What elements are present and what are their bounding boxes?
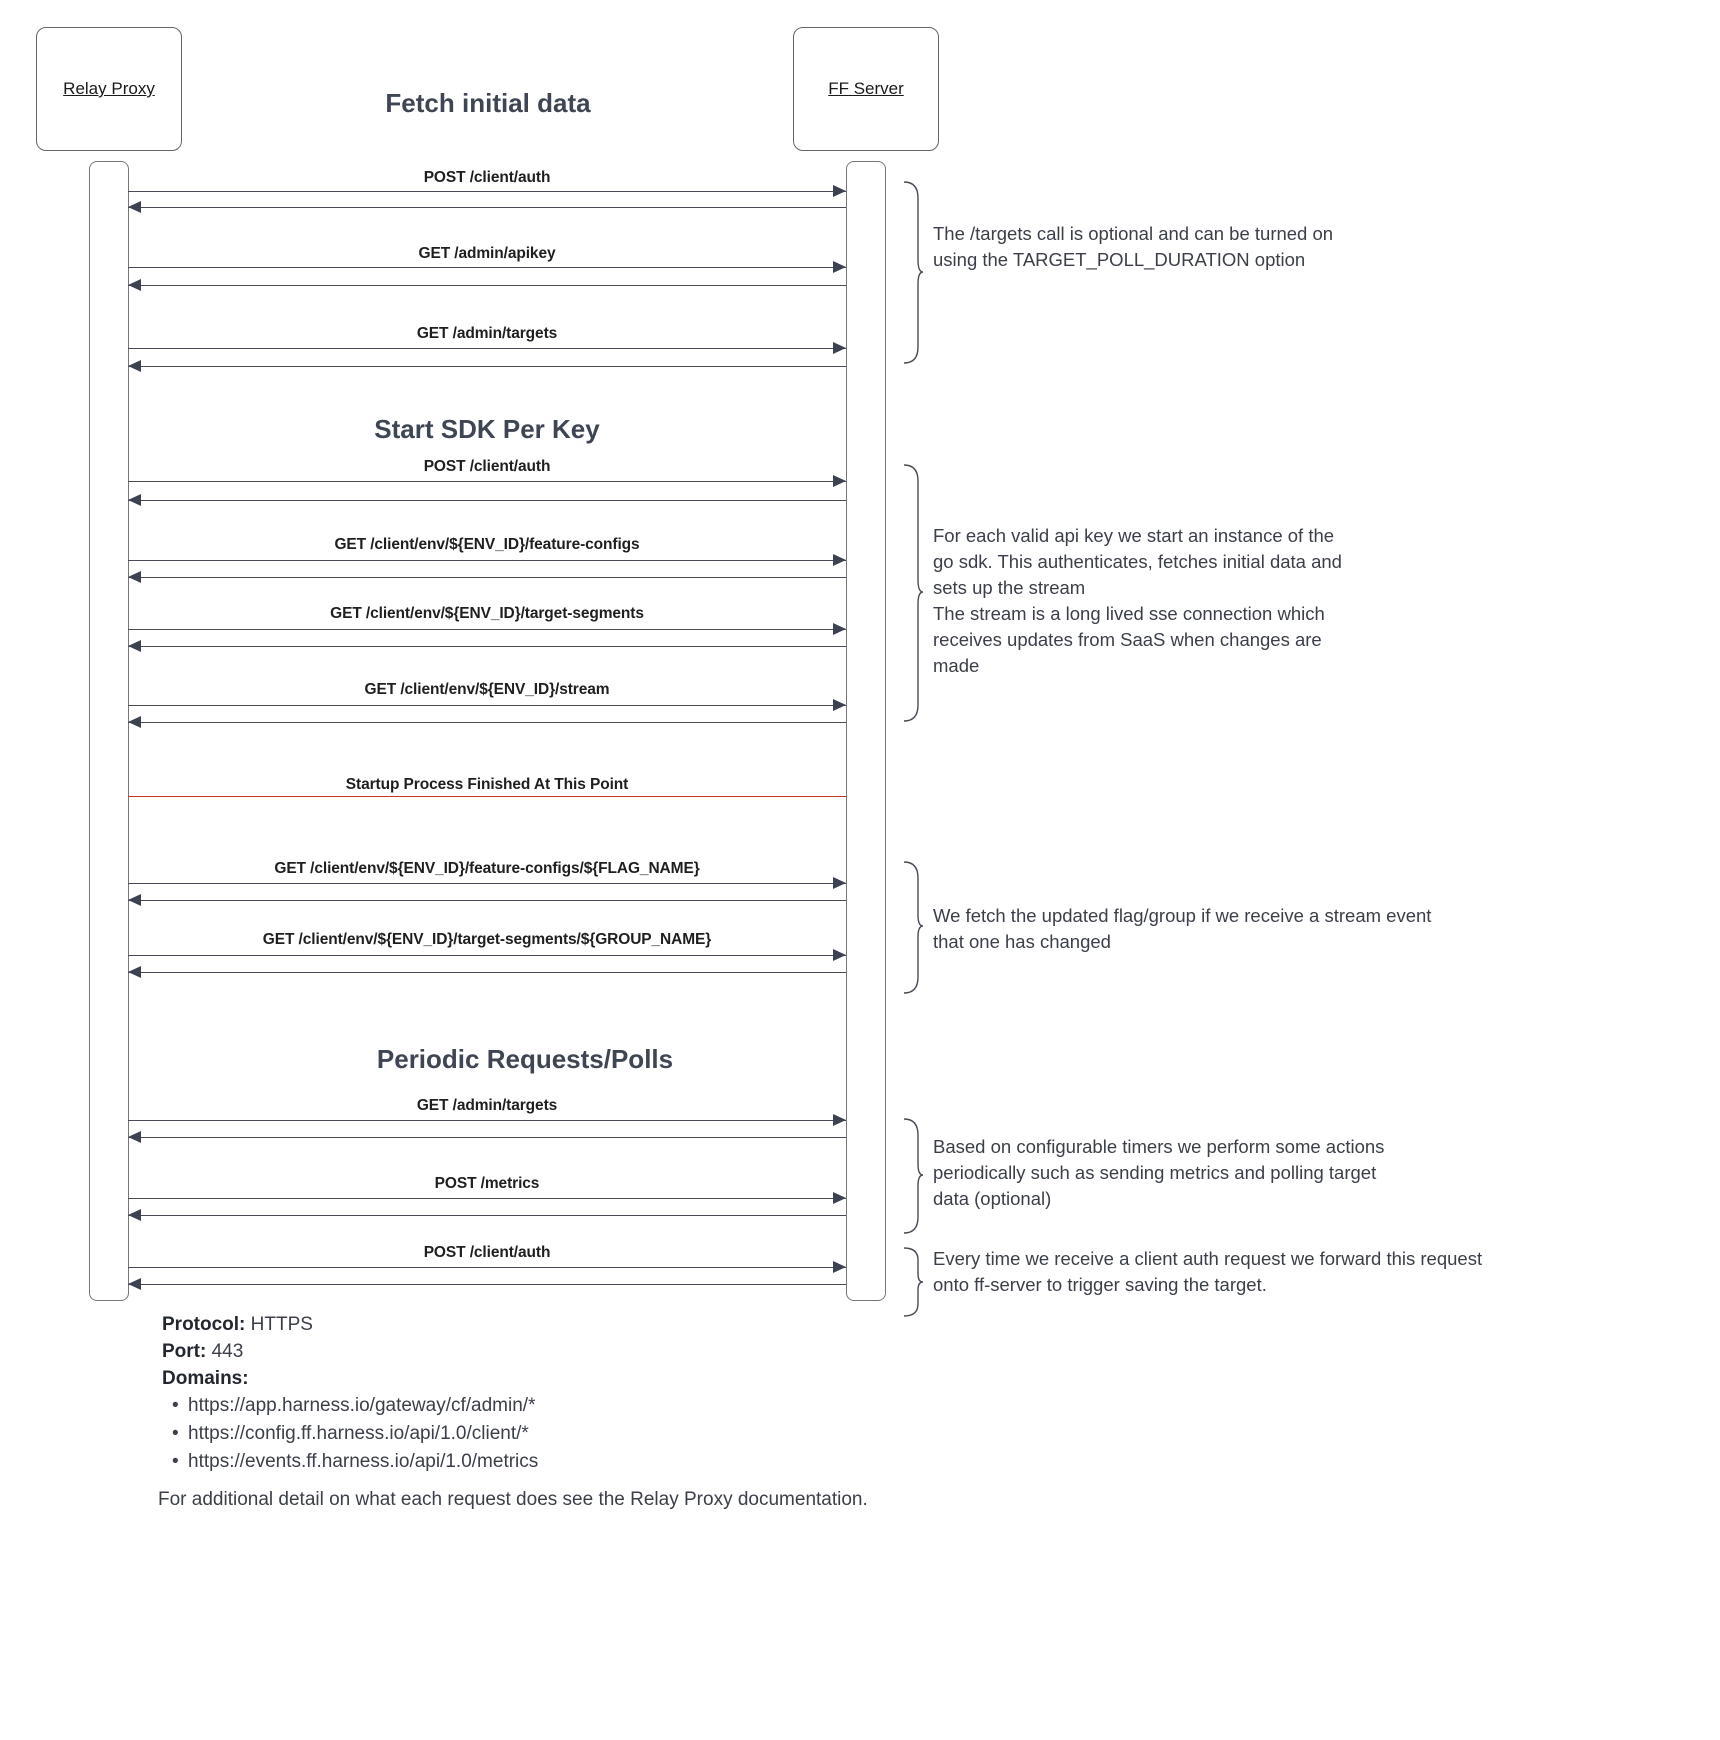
arrow-response-m4: [128, 500, 846, 501]
message-label-m4: POST /client/auth: [423, 458, 551, 475]
footer-domain-item: https://app.harness.io/gateway/cf/admin/…: [172, 1392, 862, 1420]
annotation-text-4: Based on configurable timers we perform …: [933, 1136, 1385, 1209]
footer-info-block: Protocol: HTTPS Port: 443 Domains: https…: [162, 1311, 862, 1476]
arrow-head-response-m11: [128, 1209, 141, 1221]
arrow-head-request-m11: [833, 1192, 846, 1204]
arrow-head-response-m6: [128, 640, 141, 652]
arrow-response-m11: [128, 1215, 846, 1216]
footer-row-domains: Domains:: [162, 1365, 862, 1392]
arrow-head-request-m9: [833, 949, 846, 961]
arrow-head-request-m5: [833, 554, 846, 566]
arrow-response-m6: [128, 646, 846, 647]
arrow-request-m6: [128, 629, 846, 630]
footer-value-protocol: HTTPS: [250, 1314, 313, 1335]
annotation-text-2: For each valid api key we start an insta…: [933, 525, 1342, 676]
arrow-response-m10: [128, 1137, 846, 1138]
arrow-response-m12: [128, 1284, 846, 1285]
arrow-request-m2: [128, 267, 846, 268]
arrow-head-response-m5: [128, 571, 141, 583]
arrow-request-m4: [128, 481, 846, 482]
arrow-head-response-m2: [128, 279, 141, 291]
footer-row-protocol: Protocol: HTTPS: [162, 1311, 862, 1338]
message-label-m12: POST /client/auth: [423, 1244, 551, 1261]
arrow-response-m2: [128, 285, 846, 286]
section-title-start-sdk-per-key: Start SDK Per Key: [374, 414, 600, 444]
message-label-m9: GET /client/env/${ENV_ID}/target-segment…: [262, 931, 712, 948]
arrow-head-request-m12: [833, 1261, 846, 1273]
arrow-head-response-m1: [128, 201, 141, 213]
message-label-m6: GET /client/env/${ENV_ID}/target-segment…: [330, 605, 644, 622]
arrow-head-request-m6: [833, 623, 846, 635]
divider-line-startup-finished: [128, 796, 846, 797]
message-label-m8: GET /client/env/${ENV_ID}/feature-config…: [274, 860, 700, 877]
actor-box-relay-proxy: Relay Proxy: [36, 27, 182, 151]
brace-annotation-5: [903, 1247, 924, 1317]
arrow-head-response-m3: [128, 360, 141, 372]
divider-label-startup-finished: Startup Process Finished At This Point: [345, 776, 629, 793]
section-title-periodic-requests: Periodic Requests/Polls: [376, 1044, 674, 1074]
arrow-head-response-m10: [128, 1131, 141, 1143]
brace-annotation-2: [903, 464, 924, 722]
arrow-head-request-m4: [833, 475, 846, 487]
annotation-text-3: We fetch the updated flag/group if we re…: [933, 905, 1432, 952]
annotation-text-5: Every time we receive a client auth requ…: [933, 1248, 1483, 1295]
message-label-m5: GET /client/env/${ENV_ID}/feature-config…: [334, 536, 640, 553]
arrow-head-response-m9: [128, 966, 141, 978]
arrow-response-m3: [128, 366, 846, 367]
arrow-request-m12: [128, 1267, 846, 1268]
footer-domain-list: https://app.harness.io/gateway/cf/admin/…: [162, 1392, 862, 1476]
arrow-head-response-m7: [128, 716, 141, 728]
message-label-m3: GET /admin/targets: [416, 325, 558, 342]
arrow-request-m8: [128, 883, 846, 884]
arrow-request-m9: [128, 955, 846, 956]
arrow-head-request-m1: [833, 185, 846, 197]
lifeline-ff-server: [846, 161, 886, 1301]
arrow-head-request-m7: [833, 699, 846, 711]
message-label-m7: GET /client/env/${ENV_ID}/stream: [364, 681, 610, 698]
arrow-response-m7: [128, 722, 846, 723]
arrow-head-response-m8: [128, 894, 141, 906]
arrow-head-response-m12: [128, 1278, 141, 1290]
brace-annotation-1: [903, 181, 924, 364]
actor-label-relay-proxy: Relay Proxy: [63, 79, 155, 98]
arrow-head-request-m3: [833, 342, 846, 354]
actor-box-ff-server: FF Server: [793, 27, 939, 151]
message-label-m2: GET /admin/apikey: [418, 245, 556, 262]
footer-value-port: 443: [211, 1341, 244, 1362]
message-label-m11: POST /metrics: [434, 1175, 540, 1192]
arrow-response-m5: [128, 577, 846, 578]
arrow-request-m1: [128, 191, 846, 192]
arrow-head-request-m10: [833, 1114, 846, 1126]
brace-annotation-3: [903, 861, 924, 994]
footer-label-port: Port:: [162, 1341, 207, 1362]
arrow-request-m7: [128, 705, 846, 706]
arrow-request-m11: [128, 1198, 846, 1199]
arrow-request-m10: [128, 1120, 846, 1121]
arrow-head-request-m8: [833, 877, 846, 889]
arrow-head-response-m4: [128, 494, 141, 506]
arrow-response-m9: [128, 972, 846, 973]
footer-domain-item: https://config.ff.harness.io/api/1.0/cli…: [172, 1420, 862, 1448]
section-title-fetch-initial-data: Fetch initial data: [385, 88, 591, 118]
arrow-response-m8: [128, 900, 846, 901]
arrow-request-m3: [128, 348, 846, 349]
message-label-m10: GET /admin/targets: [416, 1097, 558, 1114]
footer-label-domains: Domains:: [162, 1368, 249, 1389]
footer-label-protocol: Protocol:: [162, 1314, 246, 1335]
message-label-m1: POST /client/auth: [423, 169, 551, 186]
arrow-head-request-m2: [833, 261, 846, 273]
brace-annotation-4: [903, 1118, 924, 1234]
arrow-request-m5: [128, 560, 846, 561]
arrow-response-m1: [128, 207, 846, 208]
lifeline-relay-proxy: [89, 161, 129, 1301]
footer-row-port: Port: 443: [162, 1338, 862, 1365]
footer-note: For additional detail on what each reque…: [158, 1489, 868, 1510]
footer-domain-item: https://events.ff.harness.io/api/1.0/met…: [172, 1448, 862, 1476]
annotation-text-1: The /targets call is optional and can be…: [933, 223, 1334, 270]
actor-label-ff-server: FF Server: [828, 79, 904, 98]
